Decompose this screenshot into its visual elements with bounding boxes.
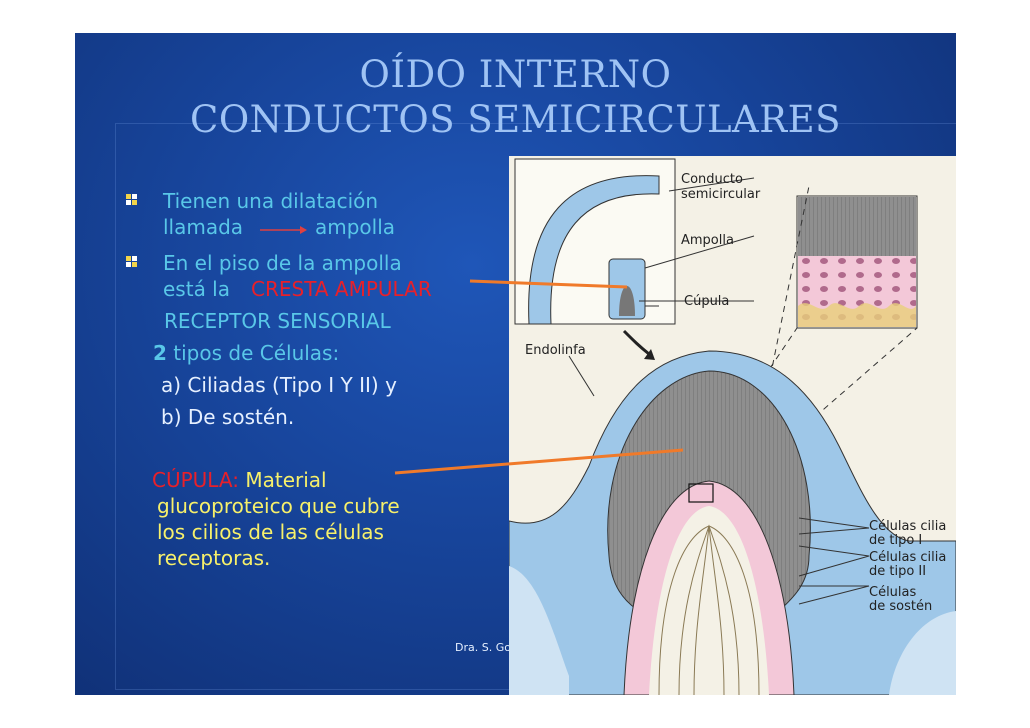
label-celulas-tipo1-line2: de tipo I (869, 533, 923, 548)
bullet-icon (126, 256, 139, 269)
bullet2-line2-label: está la (163, 277, 230, 301)
pointer-lines (394, 279, 684, 475)
cupula-line4: receptoras. (157, 546, 271, 570)
cupula-line1: CÚPULA: Material (152, 467, 327, 493)
arrow-right-icon (260, 226, 307, 234)
title-line-2: CONDUCTOS SEMICIRCULARES (190, 98, 841, 141)
pointer-line-cupula (394, 448, 684, 475)
label-ampolla: Ampolla (681, 233, 734, 248)
label-celulas-sosten-line2: de sostén (869, 599, 933, 614)
label-celulas-tipo2: Células cilia de tipo II (869, 551, 946, 579)
label-celulas-tipo2-line2: de tipo II (869, 564, 927, 579)
label-conducto: Conducto semicircular (681, 172, 760, 202)
slide: OÍDO INTERNO CONDUCTOS SEMICIRCULARES Ti… (75, 33, 956, 695)
label-celulas-sosten: Células de sostén (869, 586, 932, 614)
cupula-line3: los cilios de las células (157, 520, 384, 544)
label-conducto-line2: semicircular (681, 187, 761, 202)
receptor-sensorial: RECEPTOR SENSORIAL (164, 309, 391, 333)
label-celulas-tipo2-line1: Células cilia (869, 550, 947, 565)
label-endolinfa: Endolinfa (525, 343, 586, 358)
ampulla-illustration (509, 158, 956, 695)
ampulla-diagram: Conducto semicircular Ampolla Cúpula End… (509, 156, 956, 695)
bullet1-ampolla: ampolla (315, 215, 396, 239)
tipos-number: 2 (153, 341, 167, 365)
bullet1-line1: Tienen una dilatación (163, 189, 379, 213)
tipos-text: tipos de Células: (173, 341, 340, 365)
tipo-a: a) Ciliadas (Tipo I Y II) y (161, 373, 397, 397)
tipo-b: b) De sostén. (161, 405, 295, 429)
tipos-line: 2 tipos de Células: (153, 340, 339, 366)
bullet1-line2-label: llamada (163, 215, 244, 239)
footer-author: Dra. S. Go (455, 641, 511, 654)
label-celulas-sosten-line1: Células (869, 585, 917, 600)
pointer-line-cresta (469, 279, 628, 289)
label-cupula: Cúpula (684, 294, 730, 309)
title-line-1: OÍDO INTERNO (359, 53, 672, 96)
cupula-label: CÚPULA: (152, 468, 239, 492)
cupula-material: Material (245, 468, 327, 492)
label-conducto-line1: Conducto (681, 172, 743, 187)
cresta-ampular-label: CRESTA AMPULAR (251, 277, 432, 301)
cupula-line2: glucoproteico que cubre (157, 494, 400, 518)
label-celulas-tipo1: Células cilia de tipo I (869, 520, 946, 548)
label-celulas-tipo1-line1: Células cilia (869, 519, 947, 534)
bullet-icon (126, 194, 139, 207)
bullet2-line1: En el piso de la ampolla (163, 251, 402, 275)
